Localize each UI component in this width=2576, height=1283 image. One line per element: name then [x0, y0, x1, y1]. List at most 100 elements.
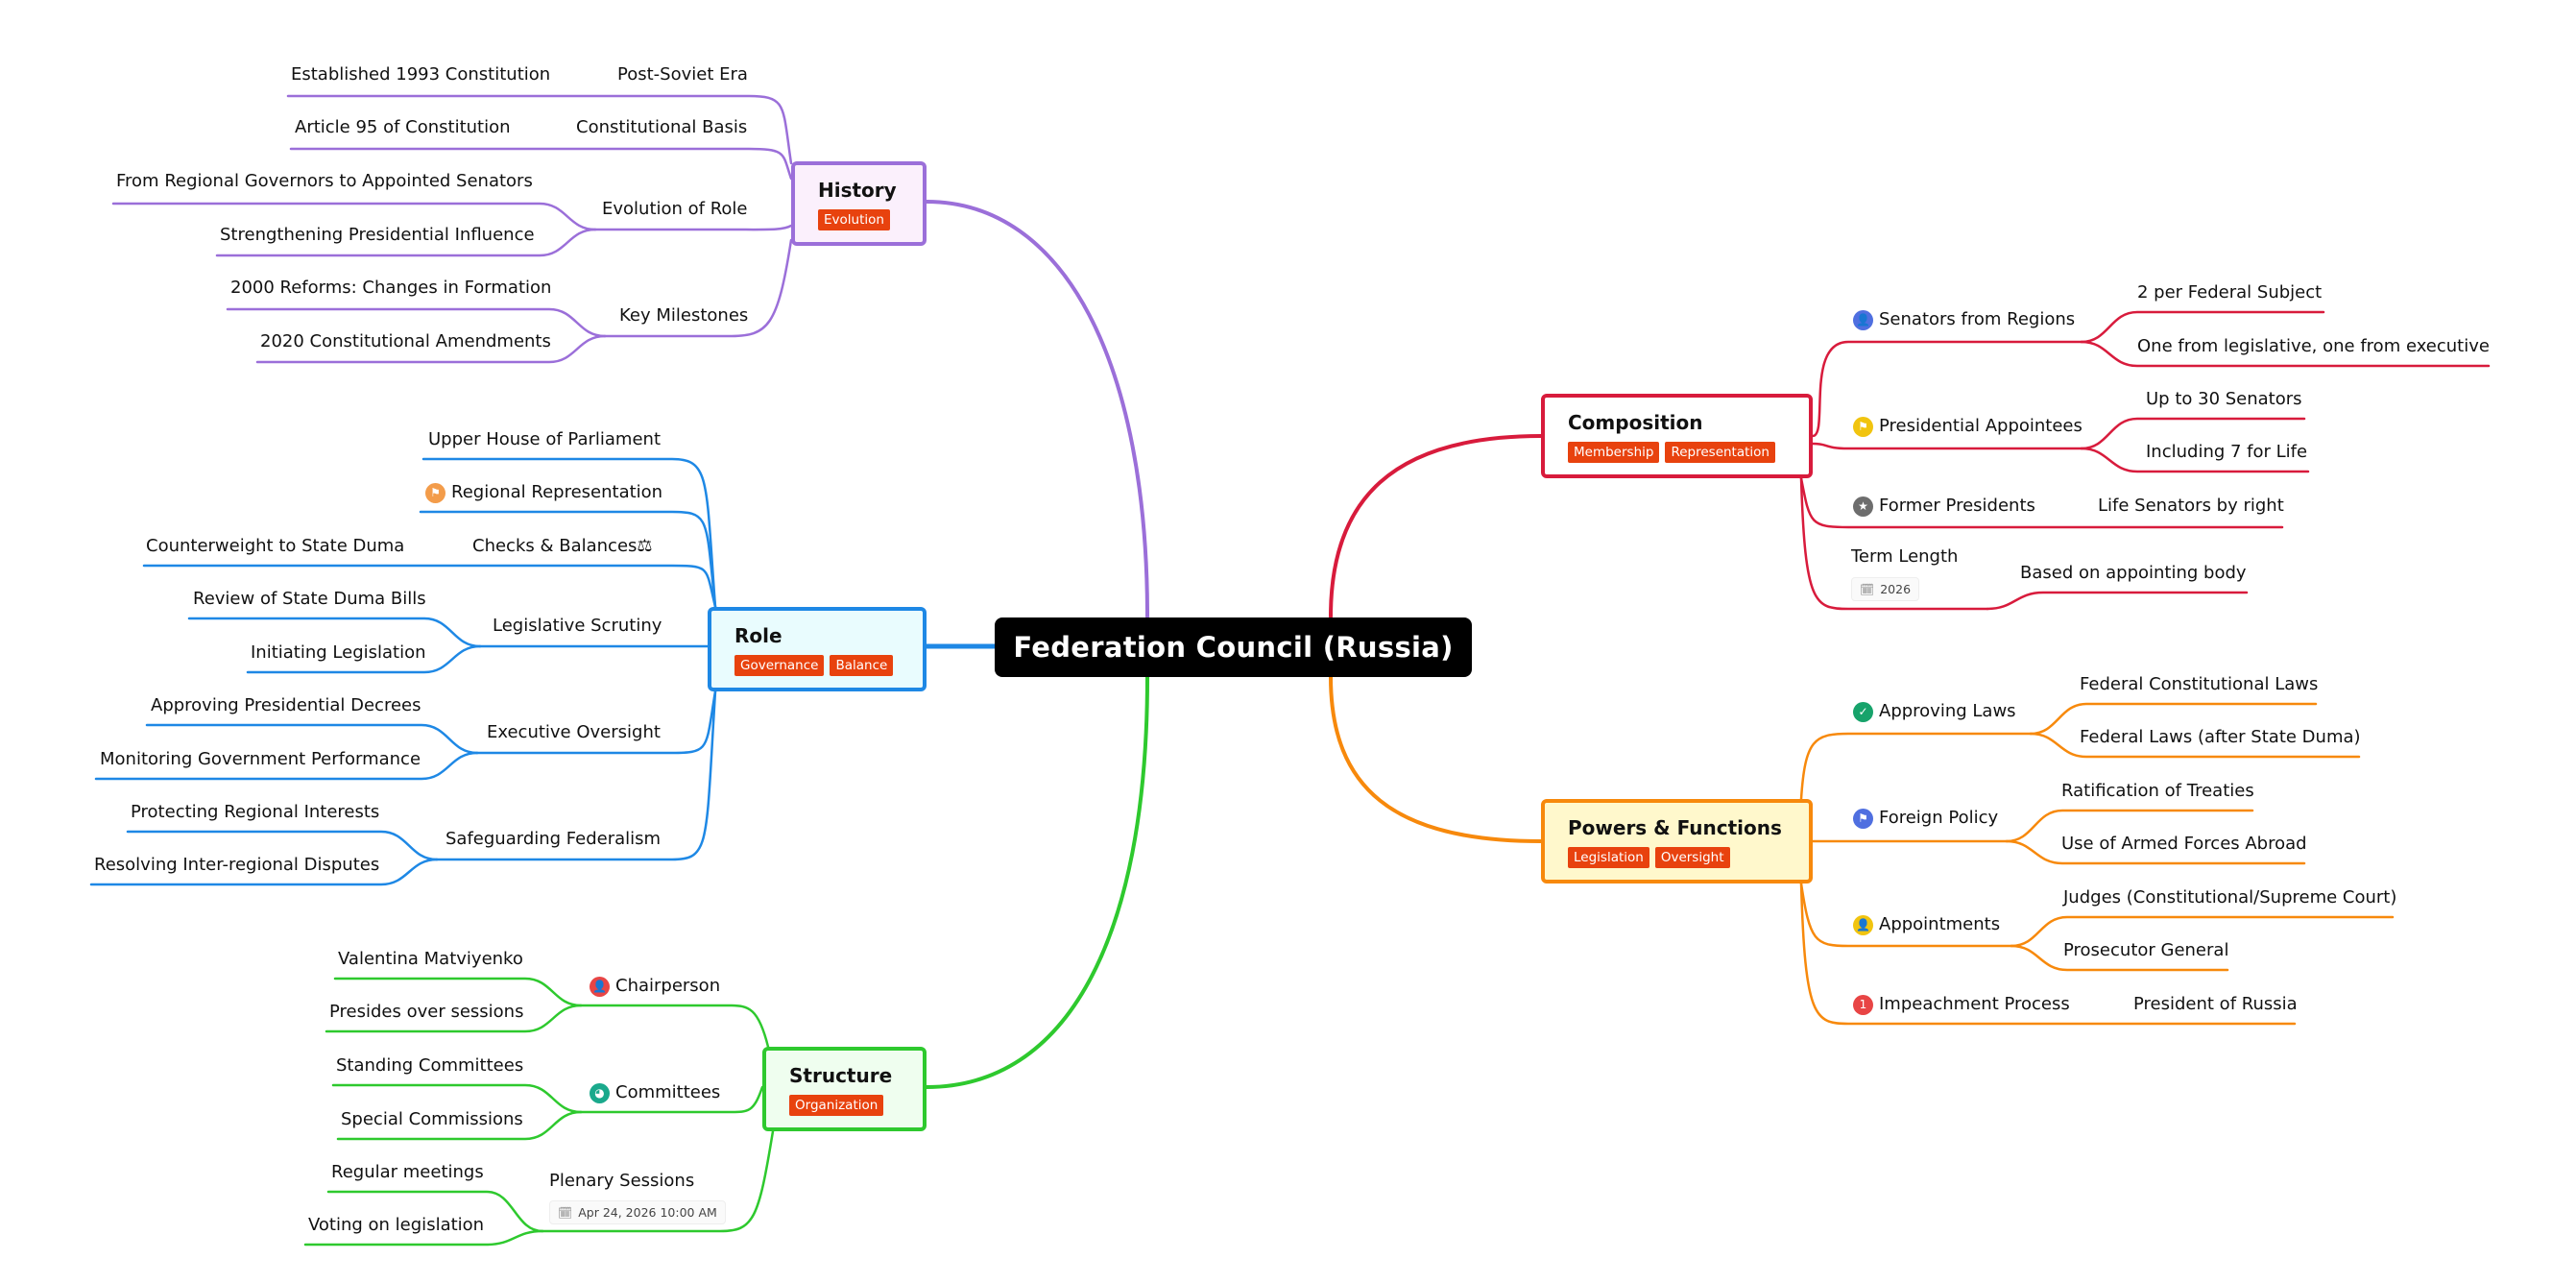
- subtopic[interactable]: Checks & Balances⚖: [472, 536, 653, 557]
- flag-icon: ⚑: [425, 482, 445, 503]
- leaf-topic[interactable]: Presides over sessions: [329, 1002, 524, 1022]
- subtopic[interactable]: Plenary Sessions: [549, 1171, 694, 1192]
- topic-structure[interactable]: Structure Organization: [762, 1047, 927, 1131]
- leaf-topic[interactable]: One from legislative, one from executive: [2137, 336, 2490, 356]
- subtopic[interactable]: ◕Committees: [590, 1082, 720, 1103]
- leaf-topic[interactable]: Prosecutor General: [2063, 940, 2229, 960]
- subtopic-label: Term Length: [1851, 546, 1959, 567]
- subtopic-label: Checks & Balances⚖: [472, 536, 653, 556]
- date-chip[interactable]: 🗓2026: [1851, 577, 1920, 601]
- leaf-topic[interactable]: Federal Laws (after State Duma): [2080, 727, 2361, 747]
- subtopic[interactable]: Evolution of Role: [602, 199, 748, 220]
- connector-line: [421, 457, 717, 609]
- leaf-topic[interactable]: President of Russia: [2133, 994, 2298, 1014]
- subtopic[interactable]: ⚑ Regional Representation: [425, 482, 662, 503]
- leaf-topic[interactable]: Resolving Inter-regional Disputes: [94, 855, 380, 875]
- subtopic[interactable]: ✓ Approving Laws: [1853, 701, 2016, 722]
- connector-line: [603, 238, 793, 338]
- leaf-topic[interactable]: Approving Presidential Decrees: [151, 695, 421, 715]
- connector-line: [94, 751, 479, 781]
- topic-composition[interactable]: Composition Membership Representation: [1541, 394, 1813, 478]
- subtopic[interactable]: Key Milestones: [619, 305, 748, 327]
- leaf-topic[interactable]: Voting on legislation: [308, 1215, 485, 1235]
- subtopic[interactable]: Safeguarding Federalism: [445, 829, 661, 850]
- connector-line: [593, 224, 793, 231]
- date-chip[interactable]: 🗓Apr 24, 2026 10:00 AM: [549, 1200, 726, 1224]
- connector-line: [435, 690, 717, 861]
- subtopic[interactable]: ⚑Presidential Appointees: [1853, 416, 2082, 437]
- leaf-topic[interactable]: 2 per Federal Subject: [2137, 282, 2323, 303]
- leaf-topic[interactable]: Protecting Regional Interests: [131, 802, 380, 822]
- topic-powers-functions[interactable]: Powers & Functions Legislation Oversight: [1541, 799, 1813, 884]
- subtopic[interactable]: 👤Chairperson: [590, 976, 720, 997]
- connector-line: [925, 200, 1149, 618]
- connector-line: [579, 1004, 770, 1049]
- connector-line: [1811, 442, 2083, 450]
- connector-line: [1329, 675, 1543, 843]
- leaf-topic[interactable]: 2020 Constitutional Amendments: [260, 331, 551, 351]
- leaf-topic[interactable]: Review of State Duma Bills: [193, 589, 426, 609]
- subtopic[interactable]: Upper House of Parliament: [428, 429, 661, 450]
- connector-line: [326, 1190, 544, 1233]
- leaf-topic[interactable]: Monitoring Government Performance: [100, 749, 421, 769]
- connector-line: [303, 1229, 544, 1247]
- subtopic-label: Former Presidents: [1879, 496, 2035, 516]
- subtopic[interactable]: ★Former Presidents: [1853, 496, 2035, 517]
- leaf-topic[interactable]: Strengthening Presidential Influence: [220, 225, 535, 245]
- connector-line: [331, 1083, 583, 1114]
- connector-line: [226, 307, 607, 338]
- leaf-topic[interactable]: Valentina Matviyenko: [338, 949, 523, 969]
- subtopic-label: Evolution of Role: [602, 199, 748, 219]
- subtopic-label: Key Milestones: [619, 305, 749, 326]
- connector-line: [1799, 882, 2297, 1026]
- subtopic-label: Foreign Policy: [1879, 808, 1999, 828]
- subtopic[interactable]: Executive Oversight: [487, 722, 661, 743]
- leaf-topic[interactable]: Article 95 of Constitution: [295, 117, 511, 137]
- leaf-topic[interactable]: Based on appointing body: [2020, 563, 2247, 583]
- subtopic[interactable]: 👤Appointments: [1853, 914, 2000, 935]
- connector-line: [2029, 732, 2361, 759]
- subtopic-label: Safeguarding Federalism: [445, 829, 662, 849]
- check-icon: ✓: [1853, 701, 1873, 722]
- connector-line: [111, 202, 597, 231]
- subtopic[interactable]: Constitutional Basis: [576, 117, 747, 138]
- connector-line: [187, 617, 482, 648]
- leaf-topic[interactable]: 2000 Reforms: Changes in Formation: [230, 278, 552, 298]
- subtopic-label: Committees: [615, 1082, 721, 1102]
- leaf-topic[interactable]: Standing Committees: [336, 1055, 524, 1076]
- subtopic[interactable]: ⚑Foreign Policy: [1853, 808, 1998, 829]
- connector-line: [2080, 310, 2325, 344]
- leaf-topic[interactable]: Ratification of Treaties: [2061, 781, 2254, 801]
- subtopic-label: Regional Representation: [451, 482, 663, 502]
- connector-line: [1799, 732, 2033, 801]
- leaf-topic[interactable]: Regular meetings: [331, 1162, 484, 1182]
- tag-label: Membership: [1568, 442, 1660, 463]
- leaf-topic[interactable]: Special Commissions: [341, 1109, 523, 1129]
- leaf-topic[interactable]: Counterweight to State Duma: [146, 536, 405, 556]
- leaf-topic[interactable]: Life Senators by right: [2098, 496, 2284, 516]
- leaf-topic[interactable]: Including 7 for Life: [2146, 442, 2308, 462]
- connector-line: [1799, 476, 1989, 611]
- leaf-topic[interactable]: Up to 30 Senators: [2146, 389, 2302, 409]
- subtopic[interactable]: Post-Soviet Era: [617, 64, 748, 85]
- topic-title: Role: [734, 624, 782, 647]
- leaf-topic[interactable]: Use of Armed Forces Abroad: [2061, 834, 2307, 854]
- topic-history[interactable]: History Evolution: [791, 161, 927, 246]
- topic-role[interactable]: Role Governance Balance: [708, 607, 927, 691]
- subtopic-label: Executive Oversight: [487, 722, 661, 742]
- subtopic[interactable]: 👤Senators from Regions: [1853, 309, 2075, 330]
- leaf-topic[interactable]: From Regional Governors to Appointed Sen…: [116, 171, 533, 191]
- leaf-topic[interactable]: Established 1993 Constitution: [291, 64, 551, 85]
- connector-line: [145, 723, 479, 755]
- leaf-topic[interactable]: Judges (Constitutional/Supreme Court): [2063, 887, 2397, 908]
- subtopic[interactable]: Term Length: [1851, 546, 1958, 568]
- connector-line: [1811, 340, 2083, 438]
- leaf-topic[interactable]: Federal Constitutional Laws: [2080, 674, 2319, 694]
- subtopic-label: Approving Laws: [1879, 701, 2016, 721]
- subtopic[interactable]: Legislative Scrutiny: [493, 616, 662, 637]
- connector-line: [246, 644, 482, 674]
- leaf-topic[interactable]: Initiating Legislation: [251, 642, 426, 663]
- central-topic[interactable]: Federation Council (Russia): [995, 617, 1472, 677]
